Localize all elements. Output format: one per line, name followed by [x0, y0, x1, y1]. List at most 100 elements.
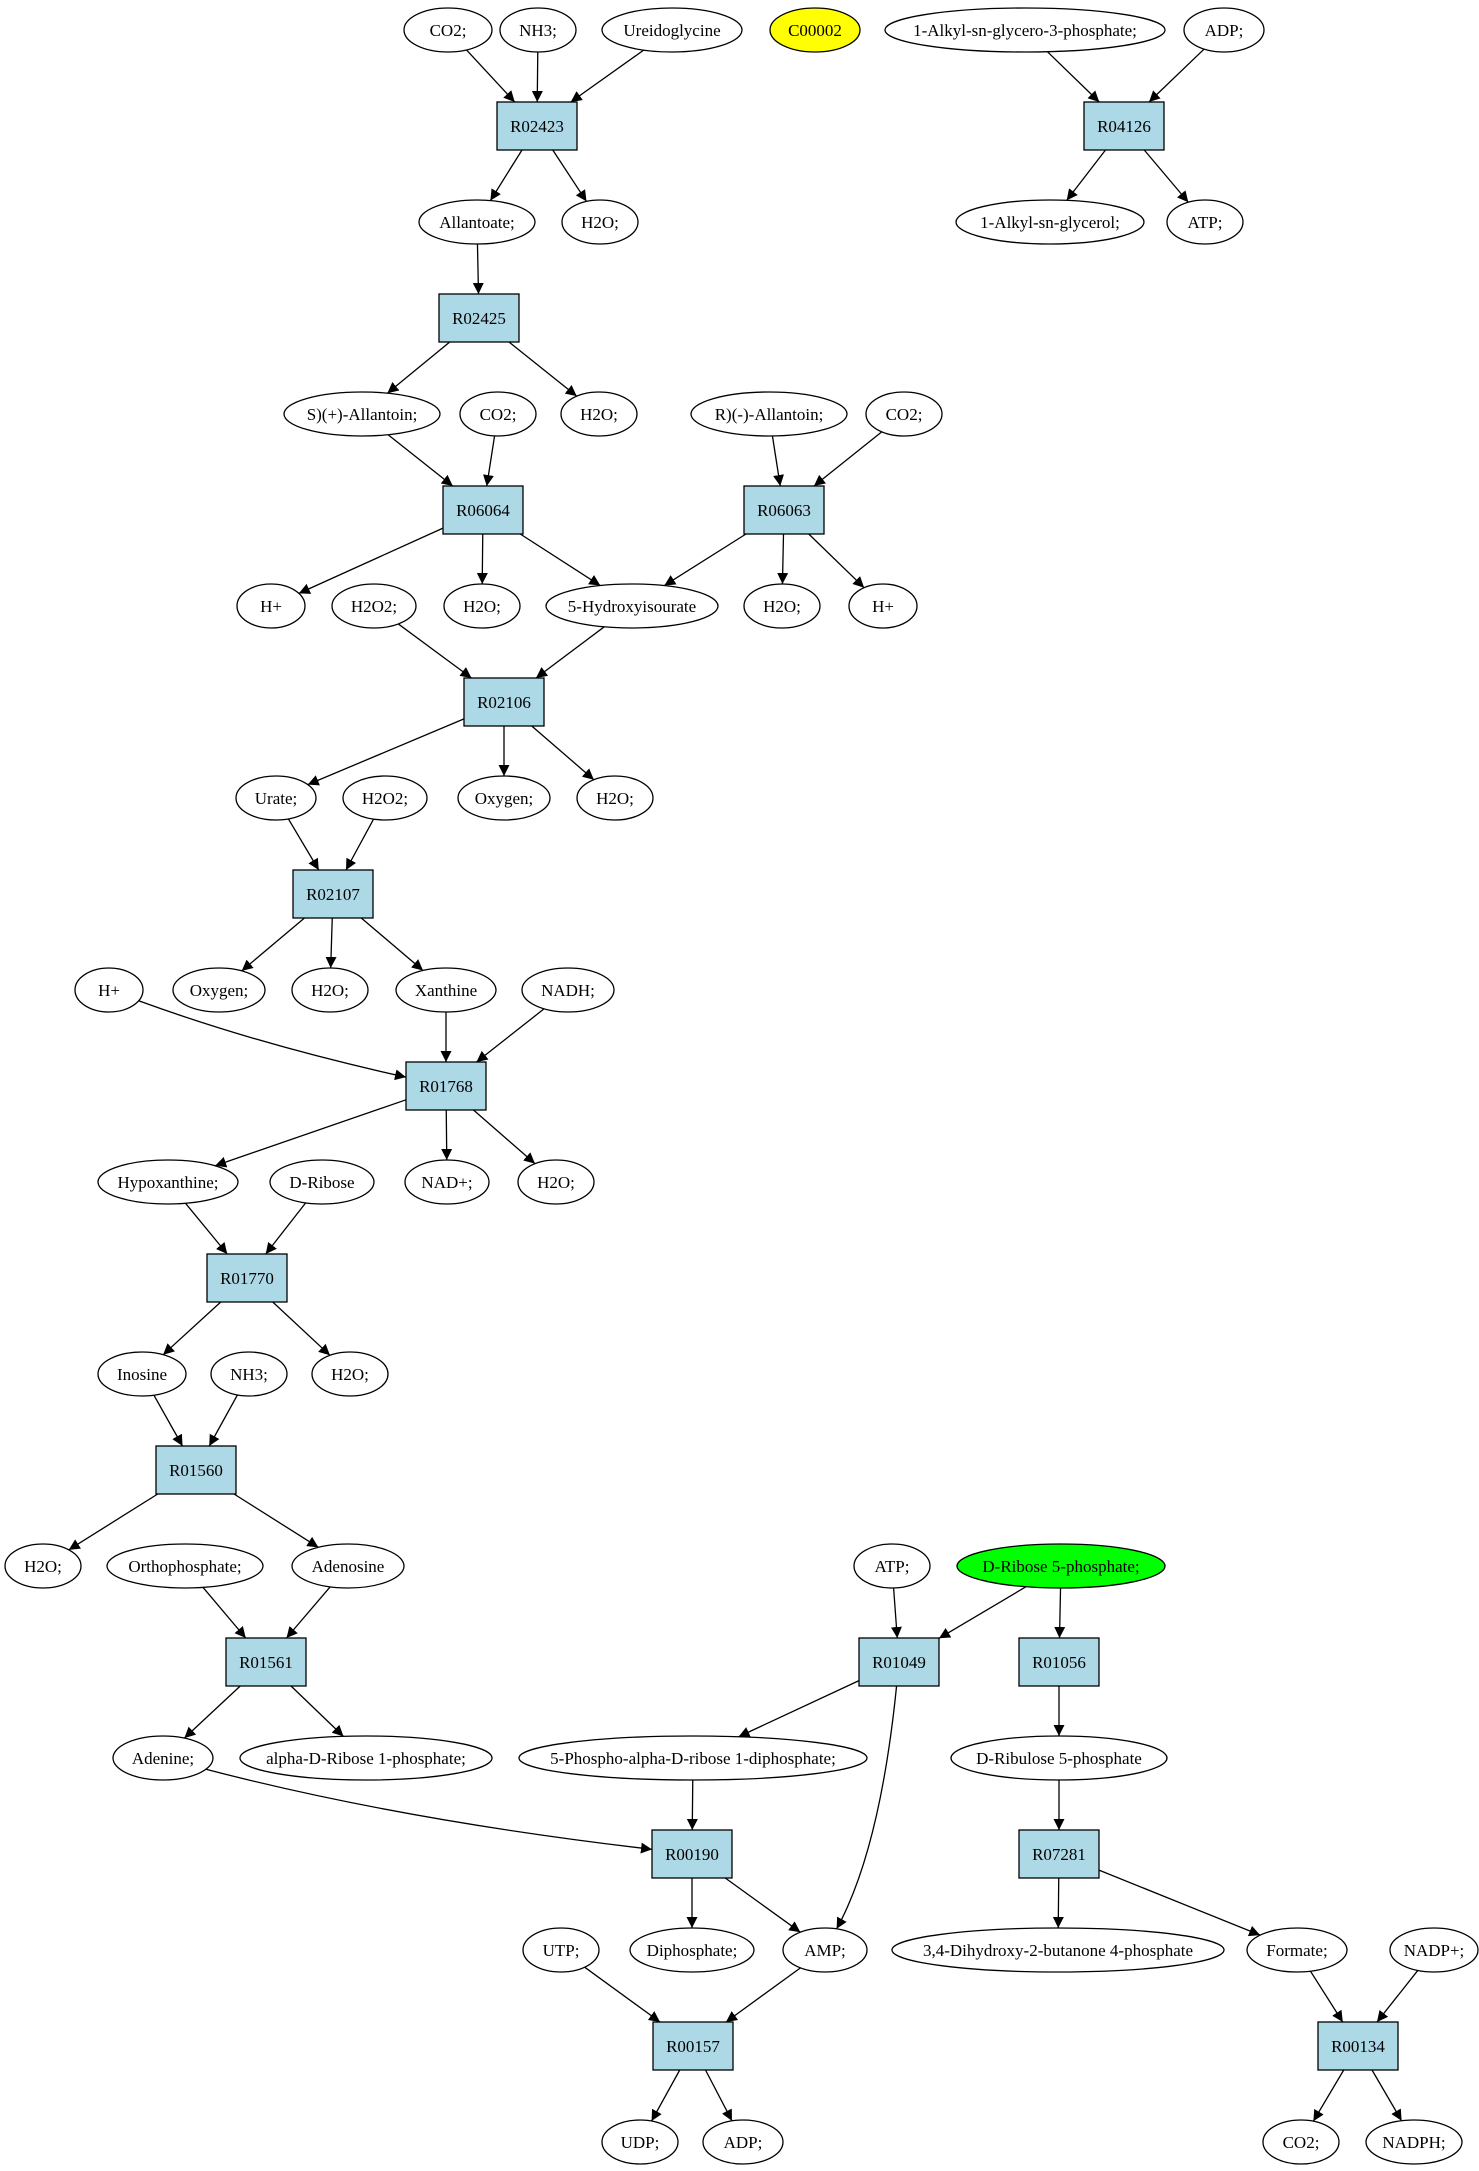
compound-node-c_dhbp[interactable]: 3,4-Dihydroxy-2-butanone 4-phosphate	[891, 1927, 1225, 1973]
compound-node-c_oxygen_1[interactable]: Oxygen;	[457, 775, 551, 821]
compound-node-c_hplus_3[interactable]: H+	[74, 967, 144, 1013]
edge-r_R06064-to-c_hplus_1	[298, 527, 444, 594]
node-label: Oxygen;	[475, 789, 534, 808]
edge-r_R04126-to-c_alkylglycerol	[1066, 149, 1107, 201]
reaction-node-r_R02425[interactable]: R02425	[438, 293, 520, 343]
node-label: NH3;	[230, 1365, 268, 1384]
reaction-node-r_R01768[interactable]: R01768	[405, 1061, 487, 1111]
reaction-node-r_R00190[interactable]: R00190	[651, 1829, 733, 1879]
reaction-node-r_R07281[interactable]: R07281	[1018, 1829, 1100, 1879]
reaction-node-r_R06063[interactable]: R06063	[743, 485, 825, 535]
compound-node-c_utp[interactable]: UTP;	[522, 1927, 600, 1973]
compound-node-c_h2o_1[interactable]: H2O;	[561, 199, 639, 245]
compound-node-c_xanthine[interactable]: Xanthine	[395, 967, 497, 1013]
compound-node-c_nh3_1[interactable]: NH3;	[499, 7, 577, 53]
compound-node-c_urate[interactable]: Urate;	[235, 775, 317, 821]
node-label: Ureidoglycine	[623, 21, 720, 40]
node-label: NADH;	[541, 981, 595, 1000]
compound-node-c_alpharibose1p[interactable]: alpha-D-Ribose 1-phosphate;	[239, 1735, 493, 1781]
compound-node-c_h2o_5[interactable]: H2O;	[576, 775, 654, 821]
edge-r_R06063-to-c_h2o_4	[777, 533, 789, 585]
node-label: 5-Hydroxyisourate	[568, 597, 696, 616]
compound-node-c_amp[interactable]: AMP;	[782, 1927, 868, 1973]
compound-node-c_co2_4[interactable]: CO2;	[1262, 2119, 1340, 2165]
edge-r_R01770-to-c_h2o_8	[272, 1301, 331, 1356]
compound-node-c_co2_2[interactable]: CO2;	[459, 391, 537, 437]
compound-node-c_oxygen_2[interactable]: Oxygen;	[172, 967, 266, 1013]
compound-node-c_co2_1[interactable]: CO2;	[403, 7, 493, 53]
node-label: R01560	[169, 1461, 223, 1480]
edge-r_R02423-to-c_h2o_1	[552, 149, 588, 202]
compound-node-c_dribose[interactable]: D-Ribose	[269, 1159, 375, 1205]
node-shape	[1018, 1637, 1100, 1687]
node-label: H2O;	[24, 1557, 62, 1576]
compound-node-c_ribulose5p[interactable]: D-Ribulose 5-phosphate	[950, 1735, 1168, 1781]
reaction-node-r_R01770[interactable]: R01770	[206, 1253, 288, 1303]
reaction-node-r_R00157[interactable]: R00157	[652, 2021, 734, 2071]
compound-node-c_ribose5p[interactable]: D-Ribose 5-phosphate;	[956, 1543, 1166, 1589]
compound-node-c_adp_1[interactable]: ADP;	[1183, 7, 1265, 53]
edge-c_rallantoin-to-r_R06063	[771, 435, 784, 487]
compound-node-c_nh3_2[interactable]: NH3;	[210, 1351, 288, 1397]
reaction-node-r_R02423[interactable]: R02423	[496, 101, 578, 151]
compound-node-c_hplus_1[interactable]: H+	[236, 583, 306, 629]
compound-node-c_nadpplus[interactable]: NADP+;	[1389, 1927, 1479, 1973]
compound-node-c_nadh[interactable]: NADH;	[521, 967, 615, 1013]
compound-node-c_sallantoin[interactable]: S)(+)-Allantoin;	[283, 391, 441, 437]
compound-node-c_h2o_8[interactable]: H2O;	[311, 1351, 389, 1397]
reaction-node-r_R01561[interactable]: R01561	[225, 1637, 307, 1687]
compound-node-c_h2o2_2[interactable]: H2O2;	[342, 775, 428, 821]
compound-node-c_alkylglycerol[interactable]: 1-Alkyl-sn-glycerol;	[955, 199, 1145, 245]
compound-node-c_prpp[interactable]: 5-Phospho-alpha-D-ribose 1-diphosphate;	[518, 1735, 868, 1781]
compound-node-c_hydroxyisourate[interactable]: 5-Hydroxyisourate	[545, 583, 719, 629]
compound-node-c_co2_3[interactable]: CO2;	[865, 391, 943, 437]
compound-node-c_nadplus[interactable]: NAD+;	[404, 1159, 490, 1205]
edge-c_adenine-to-r_R00190	[205, 1768, 653, 1854]
reaction-node-r_R01056[interactable]: R01056	[1018, 1637, 1100, 1687]
edge-c_h2o2_1-to-r_R02106	[397, 623, 472, 679]
compound-node-c_h2o_4[interactable]: H2O;	[743, 583, 821, 629]
compound-node-c_h2o2_1[interactable]: H2O2;	[331, 583, 417, 629]
node-shape	[545, 583, 719, 629]
reaction-node-r_R00134[interactable]: R00134	[1317, 2021, 1399, 2071]
compound-node-c_ureidoglycine[interactable]: Ureidoglycine	[601, 7, 743, 53]
compound-node-c_adenine[interactable]: Adenine;	[112, 1735, 214, 1781]
compound-node-c_diphosphate[interactable]: Diphosphate;	[629, 1927, 755, 1973]
reaction-node-r_R02107[interactable]: R02107	[292, 869, 374, 919]
node-label: Hypoxanthine;	[117, 1173, 218, 1192]
compound-node-c_rallantoin[interactable]: R)(-)-Allantoin;	[690, 391, 848, 437]
compound-node-c_h2o_2[interactable]: H2O;	[560, 391, 638, 437]
compound-node-c_adp_2[interactable]: ADP;	[702, 2119, 784, 2165]
compound-node-c_inosine[interactable]: Inosine	[97, 1351, 187, 1397]
compound-node-c_c00002[interactable]: C00002	[769, 7, 861, 53]
edge-r_R02106-to-c_h2o_5	[531, 725, 595, 781]
reaction-node-r_R01560[interactable]: R01560	[155, 1445, 237, 1495]
compound-node-c_atp_2[interactable]: ATP;	[853, 1543, 931, 1589]
compound-node-c_hypoxanthine[interactable]: Hypoxanthine;	[97, 1159, 239, 1205]
reaction-node-r_R02106[interactable]: R02106	[463, 677, 545, 727]
edge-r_R06063-to-c_hydroxyisourate	[663, 533, 747, 587]
compound-node-c_allantoate[interactable]: Allantoate;	[418, 199, 536, 245]
node-shape	[848, 583, 918, 629]
compound-node-c_hplus_2[interactable]: H+	[848, 583, 918, 629]
compound-node-c_atp_1[interactable]: ATP;	[1166, 199, 1244, 245]
compound-node-c_orthophosphate[interactable]: Orthophosphate;	[106, 1543, 264, 1589]
compound-node-c_h2o_6[interactable]: H2O;	[291, 967, 369, 1013]
compound-node-c_h2o_7[interactable]: H2O;	[517, 1159, 595, 1205]
node-shape	[1183, 7, 1265, 53]
node-shape	[97, 1159, 239, 1205]
node-label: 1-Alkyl-sn-glycerol;	[980, 213, 1120, 232]
compound-node-c_adenosine[interactable]: Adenosine	[291, 1543, 405, 1589]
edge-c_dribose-to-r_R01770	[265, 1202, 307, 1255]
reaction-node-r_R06064[interactable]: R06064	[442, 485, 524, 535]
compound-node-c_formate[interactable]: Formate;	[1246, 1927, 1348, 1973]
reaction-node-r_R04126[interactable]: R04126	[1083, 101, 1165, 151]
compound-node-c_h2o_3[interactable]: H2O;	[443, 583, 521, 629]
reaction-node-r_R01049[interactable]: R01049	[858, 1637, 940, 1687]
node-shape	[457, 775, 551, 821]
compound-node-c_udp[interactable]: UDP;	[601, 2119, 679, 2165]
node-shape	[560, 391, 638, 437]
compound-node-c_h2o_9[interactable]: H2O;	[4, 1543, 82, 1589]
compound-node-c_alkylg3p[interactable]: 1-Alkyl-sn-glycero-3-phosphate;	[884, 7, 1166, 53]
compound-node-c_nadph[interactable]: NADPH;	[1365, 2119, 1463, 2165]
